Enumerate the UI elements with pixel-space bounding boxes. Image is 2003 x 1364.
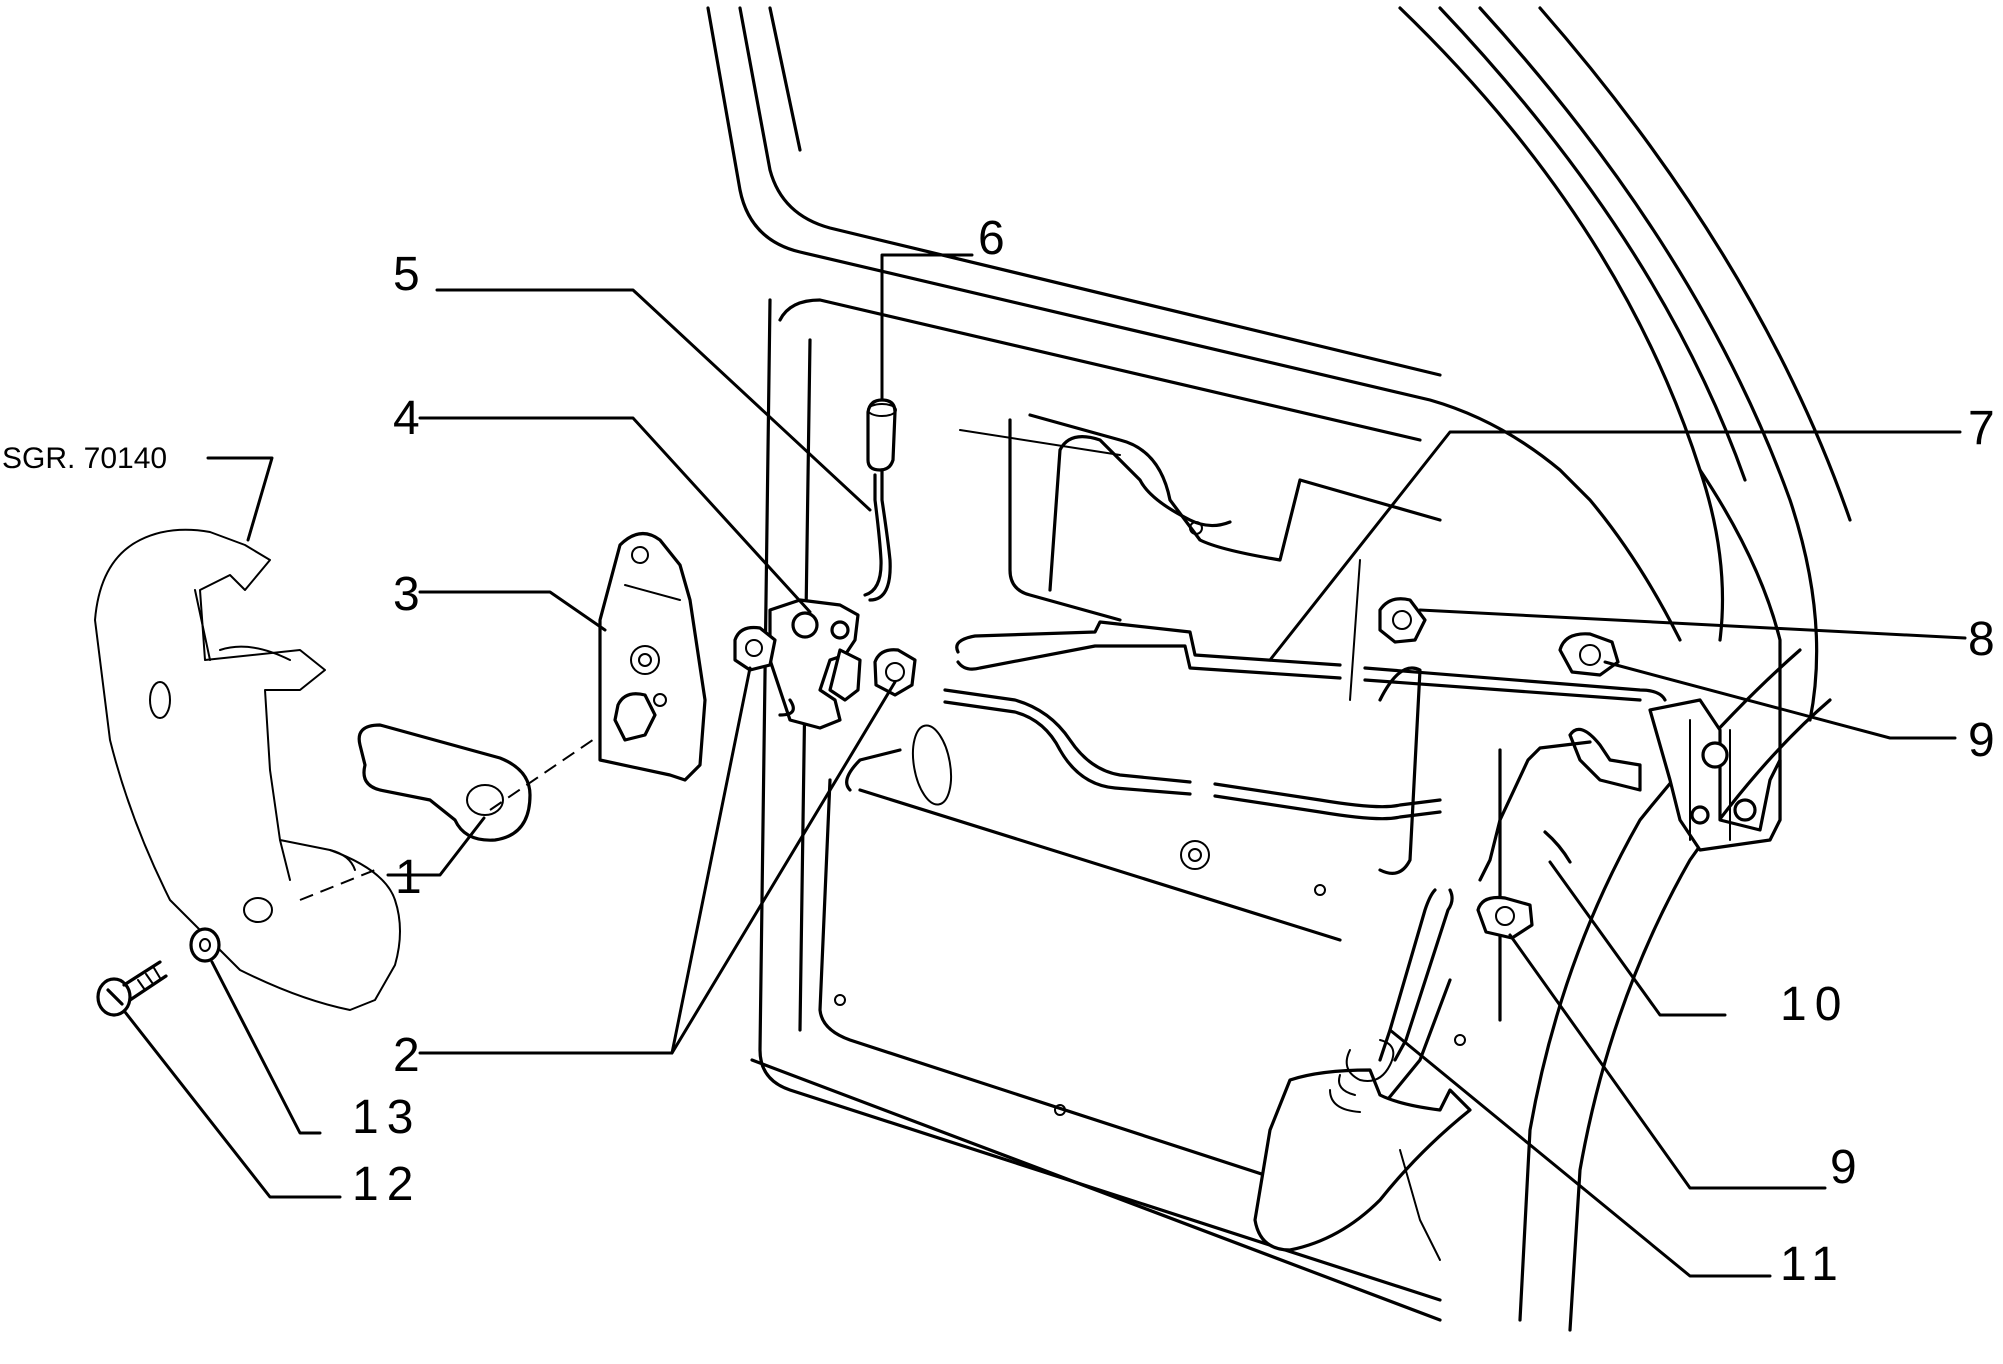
handle-cover	[94, 528, 401, 1011]
callout-9-upper: 9	[1968, 714, 2003, 767]
callout-3: 3	[393, 568, 428, 621]
bracket-plate-3	[598, 532, 707, 782]
callout-6: 6	[978, 212, 1013, 265]
rod-7	[943, 620, 1667, 821]
callout-4: 4	[393, 392, 428, 445]
window-regulator-11	[1253, 888, 1472, 1261]
callout-7: 7	[1968, 402, 2003, 455]
lever-1	[357, 723, 532, 842]
handle-hinge-assembly	[733, 598, 917, 730]
screw-12	[96, 960, 168, 1017]
rod-10	[1478, 740, 1592, 882]
door-lock-assembly	[1568, 698, 1782, 852]
callout-13: 13	[352, 1091, 421, 1144]
clip-8	[1378, 597, 1427, 644]
callout-11: 11	[1780, 1238, 1846, 1291]
leader-lines	[123, 253, 1967, 1278]
clip-9-lower	[1476, 895, 1534, 940]
reference-label: SGR. 70140	[2, 442, 167, 475]
callout-10: 10	[1780, 978, 1849, 1031]
washer-13	[189, 927, 221, 963]
callout-9-lower: 9	[1830, 1141, 1865, 1194]
callout-12: 12	[352, 1158, 421, 1211]
clip-9-upper	[1558, 632, 1620, 677]
callout-5: 5	[393, 248, 428, 301]
callout-1: 1	[395, 851, 430, 904]
callout-2: 2	[393, 1029, 428, 1082]
part-6-rod	[863, 398, 897, 602]
callout-8: 8	[1968, 613, 2003, 666]
